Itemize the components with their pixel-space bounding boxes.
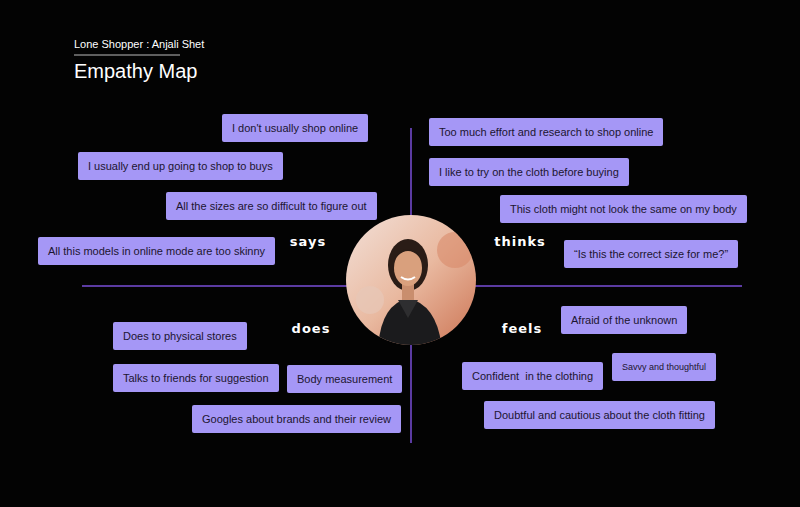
note-text: Savvy and thoughtful bbox=[622, 360, 706, 374]
empathy-note: Does to physical stores bbox=[113, 322, 247, 350]
persona-label: Lone Shopper : Anjali Shet bbox=[74, 38, 204, 50]
quadrant-label: feels bbox=[502, 321, 542, 336]
empathy-note: Talks to friends for suggestion bbox=[113, 364, 279, 392]
empathy-note: All this models in online mode are too s… bbox=[38, 237, 275, 265]
note-text: This cloth might not look the same on my… bbox=[510, 202, 737, 216]
empathy-note: Googles about brands and their review bbox=[192, 405, 401, 433]
empathy-note: “Is this the correct size for me?” bbox=[564, 240, 738, 268]
quadrant-label: says bbox=[290, 234, 326, 249]
empathy-note: All the sizes are so difficult to figure… bbox=[166, 192, 377, 220]
note-text: “Is this the correct size for me?” bbox=[574, 247, 728, 261]
empathy-note: Doubtful and cautious about the cloth fi… bbox=[484, 401, 715, 429]
note-text: I don't usually shop online bbox=[232, 121, 358, 135]
empathy-note: Confident in the clothing bbox=[462, 362, 603, 390]
note-text: I like to try on the cloth before buying bbox=[439, 165, 619, 179]
empathy-note: Savvy and thoughtful bbox=[612, 353, 716, 381]
quadrant-label: thinks bbox=[494, 234, 546, 249]
title-rule bbox=[74, 55, 180, 56]
note-text: I usually end up going to shop to buys bbox=[88, 159, 273, 173]
note-text: All the sizes are so difficult to figure… bbox=[176, 199, 367, 213]
note-text: Body measurement bbox=[297, 372, 392, 386]
note-text: All this models in online mode are too s… bbox=[48, 244, 265, 258]
note-text: Doubtful and cautious about the cloth fi… bbox=[494, 408, 705, 422]
empathy-note: This cloth might not look the same on my… bbox=[500, 195, 747, 223]
empathy-note: I like to try on the cloth before buying bbox=[429, 158, 629, 186]
diagram-title: Empathy Map bbox=[74, 60, 197, 83]
empathy-note: I don't usually shop online bbox=[222, 114, 368, 142]
note-text: Talks to friends for suggestion bbox=[123, 371, 269, 385]
portrait-photo bbox=[340, 210, 485, 350]
note-text: Confident in the clothing bbox=[472, 369, 593, 383]
empathy-note: Afraid of the unknown bbox=[561, 306, 687, 334]
quadrant-label: does bbox=[292, 321, 331, 336]
empathy-note: Body measurement bbox=[287, 365, 402, 393]
note-text: Too much effort and research to shop onl… bbox=[439, 125, 653, 139]
note-text: Does to physical stores bbox=[123, 329, 237, 343]
note-text: Afraid of the unknown bbox=[571, 313, 677, 327]
empathy-note: Too much effort and research to shop onl… bbox=[429, 118, 663, 146]
empathy-note: I usually end up going to shop to buys bbox=[78, 152, 283, 180]
note-text: Googles about brands and their review bbox=[202, 412, 391, 426]
